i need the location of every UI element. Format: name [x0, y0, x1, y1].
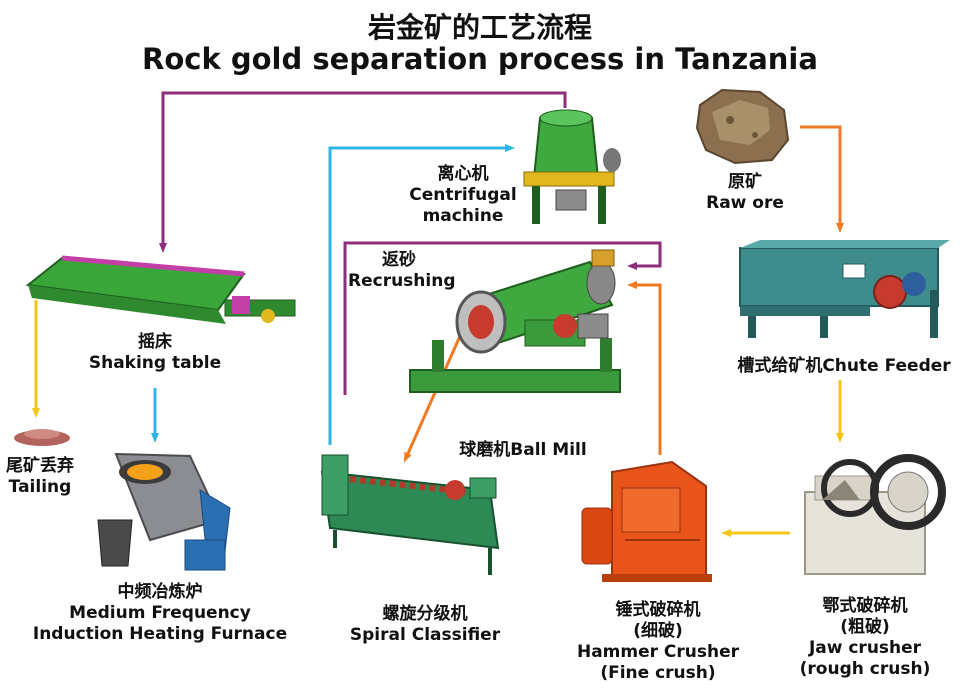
label-furnace-cn: 中频冶炼炉 [117, 582, 203, 602]
label-chute-feeder: 槽式给矿机Chute Feeder [728, 356, 960, 377]
label-spiral-classifier: 螺旋分级机 Spiral Classifier [340, 604, 510, 646]
label-shaking-table-cn: 摇床 [138, 332, 172, 352]
label-jaw-crusher-en2: (rough crush) [799, 659, 931, 679]
label-furnace-en: Medium Frequency [69, 603, 251, 623]
raw-ore-rock [695, 88, 790, 165]
label-raw-ore: 原矿 Raw ore [700, 172, 790, 214]
label-recrushing: 返砂 Recrushing [348, 250, 458, 292]
label-centrifugal-cn: 离心机 [437, 164, 489, 184]
centrifugal-machine [523, 109, 621, 224]
label-chute-feeder-text: 槽式给矿机Chute Feeder [737, 356, 951, 376]
arrow-centrifugal-to-shaking-table [159, 91, 567, 253]
arrow-raw-ore-to-chute [800, 125, 844, 233]
label-spiral-classifier-en: Spiral Classifier [349, 625, 501, 645]
arrow-hammer-to-ball-mill [627, 281, 662, 455]
tailing-pile [14, 429, 70, 446]
arrow-recrushing-loop [343, 241, 662, 395]
label-ball-mill-text: 球磨机Ball Mill [459, 440, 587, 460]
label-hammer-crusher-cn: 锤式破碎机 [615, 600, 701, 620]
label-tailing: 尾矿丢弃 Tailing [0, 456, 80, 498]
label-centrifugal: 离心机 Centrifugal machine [408, 164, 518, 227]
page-title-cn: 岩金矿的工艺流程 [367, 11, 592, 44]
spiral-classifier-machine [320, 454, 500, 575]
label-shaking-table: 摇床 Shaking table [80, 332, 230, 374]
label-tailing-en: Tailing [8, 477, 72, 497]
label-raw-ore-cn: 原矿 [728, 172, 762, 192]
arrow-spiral-to-centrifugal [328, 144, 515, 445]
label-jaw-crusher-cn: 鄂式破碎机 [822, 596, 908, 616]
hammer-crusher-machine [581, 460, 712, 582]
label-hammer-crusher: 锤式破碎机 (细破) Hammer Crusher (Fine crush) [568, 600, 748, 684]
label-jaw-crusher-cn2: (粗破) [840, 617, 890, 637]
label-furnace-en2: Induction Heating Furnace [32, 624, 288, 644]
label-centrifugal-en: Centrifugal [409, 185, 517, 205]
jaw-crusher-machine [804, 454, 946, 575]
label-hammer-crusher-cn2: (细破) [633, 621, 683, 641]
chute-feeder-machine [739, 240, 950, 338]
label-ball-mill: 球磨机Ball Mill [438, 440, 608, 461]
label-jaw-crusher: 鄂式破碎机 (粗破) Jaw crusher (rough crush) [785, 596, 945, 680]
label-recrushing-en: Recrushing [348, 271, 456, 291]
label-spiral-classifier-cn: 螺旋分级机 [382, 604, 468, 624]
page-title-en: Rock gold separation process in Tanzania [142, 42, 818, 76]
label-recrushing-cn: 返砂 [382, 250, 416, 270]
induction-furnace-machine [97, 452, 231, 571]
ball-mill-machine [409, 249, 621, 393]
label-shaking-table-en: Shaking table [88, 353, 222, 373]
label-jaw-crusher-en: Jaw crusher [808, 638, 922, 658]
label-tailing-cn: 尾矿丢弃 [6, 456, 74, 476]
shaking-table-machine [25, 255, 296, 324]
label-raw-ore-en: Raw ore [706, 193, 784, 213]
label-furnace: 中频冶炼炉 Medium Frequency Induction Heating… [20, 582, 300, 645]
label-hammer-crusher-en: Hammer Crusher [576, 642, 740, 662]
label-hammer-crusher-en2: (Fine crush) [600, 663, 716, 683]
label-centrifugal-en2: machine [422, 206, 504, 226]
